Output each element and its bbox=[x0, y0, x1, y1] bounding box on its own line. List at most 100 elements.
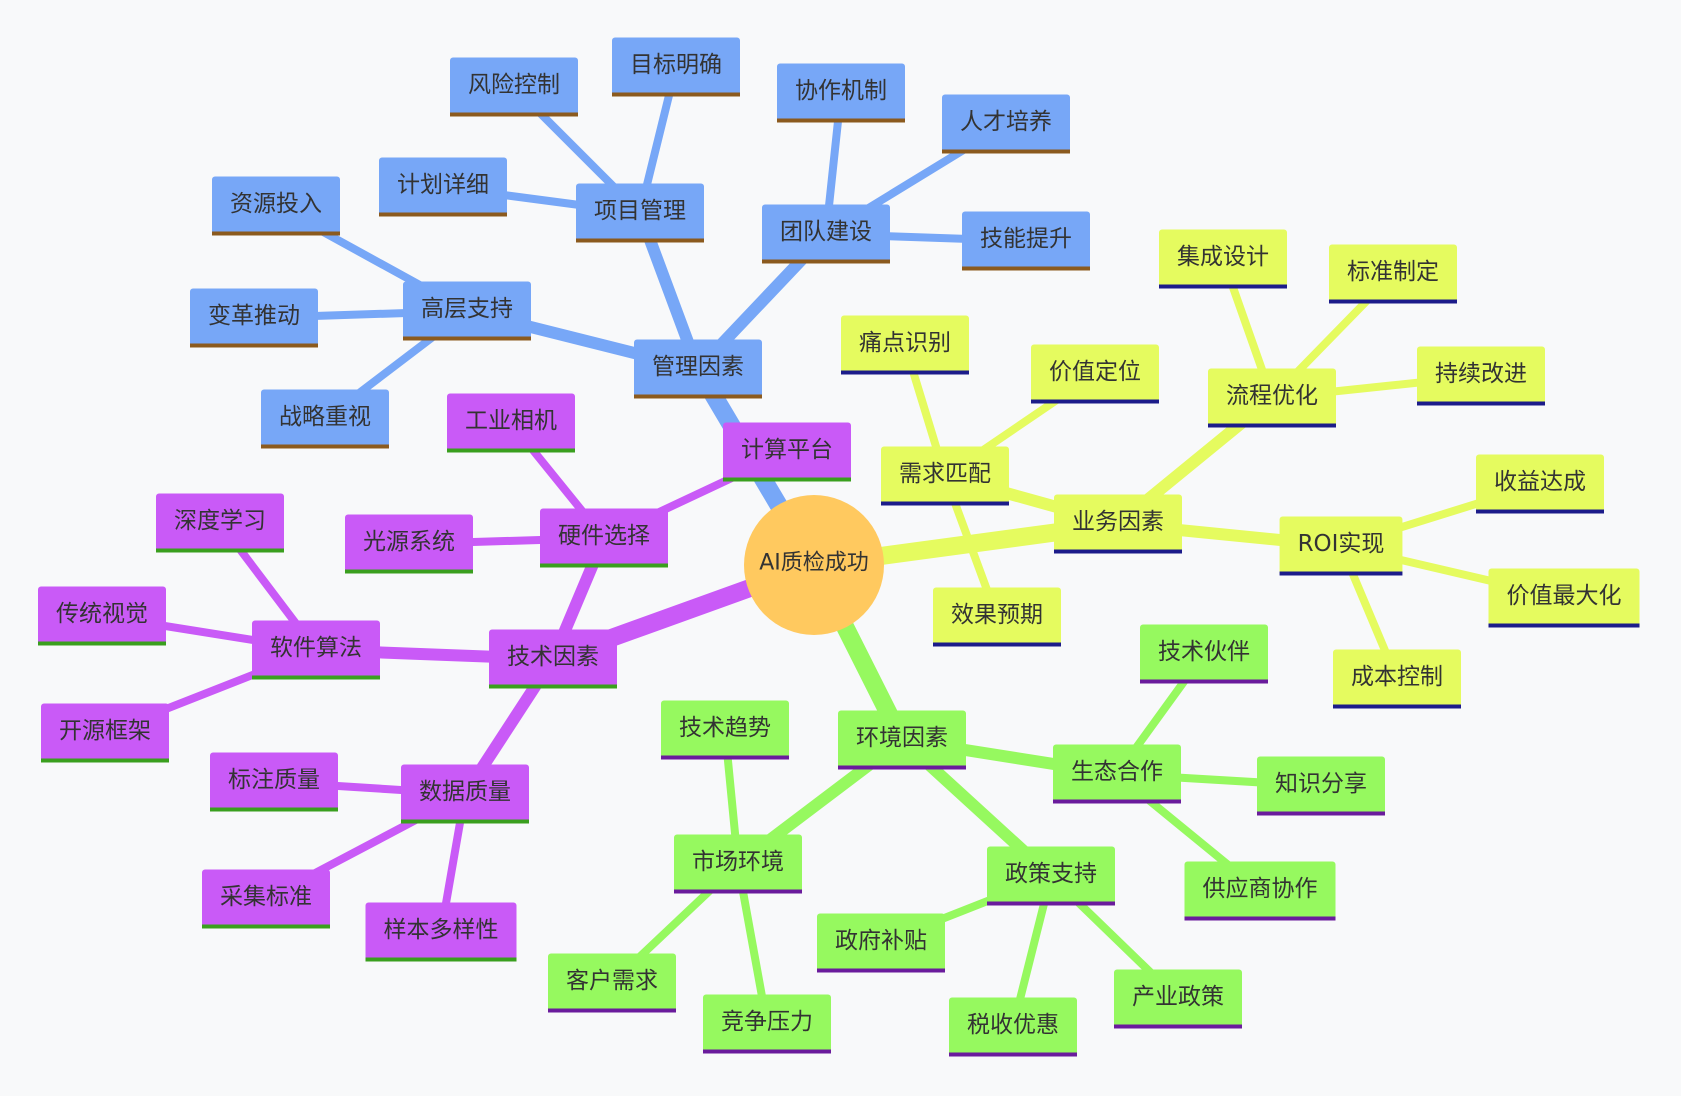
leaf-node-environment-2-1[interactable]: 知识分享 bbox=[1257, 756, 1385, 816]
leaf-node-management-2-0-underline bbox=[212, 231, 340, 236]
leaf-node-technology-0-0[interactable]: 工业相机 bbox=[447, 393, 575, 453]
leaf-node-technology-0-1[interactable]: 光源系统 bbox=[345, 514, 473, 574]
leaf-node-environment-2-2-box bbox=[1184, 861, 1336, 921]
leaf-node-technology-2-0[interactable]: 标注质量 bbox=[210, 752, 338, 812]
leaf-node-environment-2-2-underline bbox=[1184, 916, 1336, 921]
sub-node-management-2-box bbox=[403, 281, 531, 341]
leaf-node-technology-2-2[interactable]: 样本多样性 bbox=[365, 902, 517, 962]
sub-node-business-0[interactable]: 需求匹配 bbox=[881, 446, 1009, 506]
leaf-node-technology-2-0-underline bbox=[210, 807, 338, 812]
leaf-node-technology-0-1-box bbox=[345, 514, 473, 574]
sub-node-environment-0[interactable]: 市场环境 bbox=[674, 834, 802, 894]
leaf-node-management-2-2[interactable]: 战略重视 bbox=[261, 389, 389, 449]
leaf-node-technology-1-0[interactable]: 深度学习 bbox=[156, 493, 284, 553]
leaf-node-environment-1-0-label: 政府补贴 bbox=[835, 928, 927, 954]
leaf-node-environment-2-1-label: 知识分享 bbox=[1275, 771, 1367, 797]
sub-node-business-1-box bbox=[1208, 368, 1336, 428]
sub-node-technology-1-box bbox=[252, 620, 380, 680]
leaf-node-management-1-1-box bbox=[942, 94, 1070, 154]
sub-node-environment-0-underline bbox=[674, 889, 802, 894]
leaf-node-technology-0-2-box bbox=[723, 422, 851, 482]
sub-node-technology-0[interactable]: 硬件选择 bbox=[540, 508, 668, 568]
leaf-node-technology-1-2[interactable]: 开源框架 bbox=[41, 703, 169, 763]
sub-node-management-1[interactable]: 团队建设 bbox=[762, 204, 890, 264]
leaf-node-management-2-0-label: 资源投入 bbox=[230, 191, 322, 217]
leaf-node-technology-2-0-label: 标注质量 bbox=[228, 767, 320, 793]
root-circle bbox=[744, 495, 884, 635]
leaf-node-environment-0-2[interactable]: 竞争压力 bbox=[703, 994, 831, 1054]
root-node[interactable]: AI质检成功 bbox=[744, 495, 884, 635]
leaf-node-business-0-2[interactable]: 效果预期 bbox=[933, 587, 1061, 647]
sub-node-environment-2-box bbox=[1053, 744, 1181, 804]
leaf-node-business-2-2[interactable]: 成本控制 bbox=[1333, 649, 1461, 709]
leaf-node-technology-1-1[interactable]: 传统视觉 bbox=[38, 586, 166, 646]
leaf-node-environment-2-0[interactable]: 技术伙伴 bbox=[1140, 624, 1268, 684]
leaf-node-technology-1-2-underline bbox=[41, 758, 169, 763]
sub-node-business-2[interactable]: ROI实现 bbox=[1279, 516, 1403, 576]
sub-node-management-2[interactable]: 高层支持 bbox=[403, 281, 531, 341]
leaf-node-management-0-1[interactable]: 目标明确 bbox=[612, 37, 740, 97]
sub-node-technology-0-underline bbox=[540, 563, 668, 568]
leaf-node-management-1-1-underline bbox=[942, 149, 1070, 154]
sub-node-business-1[interactable]: 流程优化 bbox=[1208, 368, 1336, 428]
leaf-node-business-0-0[interactable]: 痛点识别 bbox=[841, 315, 969, 375]
sub-node-environment-1[interactable]: 政策支持 bbox=[987, 846, 1115, 906]
leaf-node-business-0-2-label: 效果预期 bbox=[951, 602, 1043, 628]
leaf-node-environment-2-2-label: 供应商协作 bbox=[1203, 876, 1318, 902]
leaf-node-management-1-0[interactable]: 协作机制 bbox=[777, 63, 905, 123]
leaf-node-environment-1-0[interactable]: 政府补贴 bbox=[817, 913, 945, 973]
leaf-node-business-2-1-label: 价值最大化 bbox=[1507, 583, 1622, 609]
sub-node-management-2-label: 高层支持 bbox=[421, 296, 513, 322]
branch-node-business[interactable]: 业务因素 bbox=[1054, 494, 1182, 554]
leaf-node-technology-1-1-label: 传统视觉 bbox=[56, 601, 148, 627]
sub-node-environment-1-box bbox=[987, 846, 1115, 906]
leaf-node-technology-0-2[interactable]: 计算平台 bbox=[723, 422, 851, 482]
branch-node-management[interactable]: 管理因素 bbox=[634, 339, 762, 399]
leaf-node-environment-0-1[interactable]: 客户需求 bbox=[548, 953, 676, 1013]
leaf-node-management-2-1[interactable]: 变革推动 bbox=[190, 288, 318, 348]
leaf-node-management-0-2-box bbox=[379, 157, 507, 217]
sub-node-management-0[interactable]: 项目管理 bbox=[576, 183, 704, 243]
leaf-node-management-1-2[interactable]: 技能提升 bbox=[962, 211, 1090, 271]
sub-node-management-0-label: 项目管理 bbox=[594, 198, 686, 224]
branch-node-technology[interactable]: 技术因素 bbox=[489, 629, 617, 689]
branch-node-environment[interactable]: 环境因素 bbox=[838, 710, 966, 770]
leaf-node-management-0-2[interactable]: 计划详细 bbox=[379, 157, 507, 217]
branch-node-environment-label: 环境因素 bbox=[856, 725, 948, 751]
leaf-node-business-2-1-box bbox=[1488, 568, 1640, 628]
sub-node-environment-2[interactable]: 生态合作 bbox=[1053, 744, 1181, 804]
leaf-node-environment-1-1-box bbox=[949, 997, 1077, 1057]
leaf-node-management-1-1[interactable]: 人才培养 bbox=[942, 94, 1070, 154]
leaf-node-environment-1-1[interactable]: 税收优惠 bbox=[949, 997, 1077, 1057]
leaf-node-technology-0-0-underline bbox=[447, 448, 575, 453]
leaf-node-business-2-0[interactable]: 收益达成 bbox=[1476, 454, 1604, 514]
leaf-node-technology-2-1[interactable]: 采集标准 bbox=[202, 869, 330, 929]
leaf-node-technology-1-2-box bbox=[41, 703, 169, 763]
leaf-node-management-0-0[interactable]: 风险控制 bbox=[450, 57, 578, 117]
leaf-node-technology-2-2-underline bbox=[365, 957, 517, 962]
leaf-node-technology-1-0-underline bbox=[156, 548, 284, 553]
leaf-node-business-0-1[interactable]: 价值定位 bbox=[1031, 344, 1159, 404]
sub-node-environment-0-label: 市场环境 bbox=[692, 849, 784, 875]
sub-node-technology-2[interactable]: 数据质量 bbox=[401, 764, 529, 824]
leaf-node-technology-0-1-underline bbox=[345, 569, 473, 574]
leaf-node-business-2-2-box bbox=[1333, 649, 1461, 709]
leaf-node-environment-1-2[interactable]: 产业政策 bbox=[1114, 969, 1242, 1029]
leaf-node-management-2-0[interactable]: 资源投入 bbox=[212, 176, 340, 236]
leaf-node-management-0-2-label: 计划详细 bbox=[397, 172, 489, 198]
leaf-node-business-2-1[interactable]: 价值最大化 bbox=[1488, 568, 1640, 628]
branch-node-business-underline bbox=[1054, 549, 1182, 554]
branch-node-environment-box bbox=[838, 710, 966, 770]
branch-node-business-label: 业务因素 bbox=[1072, 509, 1164, 535]
leaf-node-technology-1-0-label: 深度学习 bbox=[174, 508, 266, 534]
leaf-node-business-1-1[interactable]: 标准制定 bbox=[1329, 244, 1457, 304]
leaf-node-business-1-2[interactable]: 持续改进 bbox=[1417, 346, 1545, 406]
leaf-node-environment-2-2[interactable]: 供应商协作 bbox=[1184, 861, 1336, 921]
leaf-node-technology-2-2-box bbox=[365, 902, 517, 962]
leaf-node-environment-0-0[interactable]: 技术趋势 bbox=[661, 700, 789, 760]
leaf-node-management-1-0-label: 协作机制 bbox=[795, 78, 887, 104]
leaf-node-business-2-2-underline bbox=[1333, 704, 1461, 709]
sub-node-technology-1[interactable]: 软件算法 bbox=[252, 620, 380, 680]
leaf-node-business-1-0[interactable]: 集成设计 bbox=[1159, 229, 1287, 289]
leaf-node-business-2-1-underline bbox=[1488, 623, 1640, 628]
